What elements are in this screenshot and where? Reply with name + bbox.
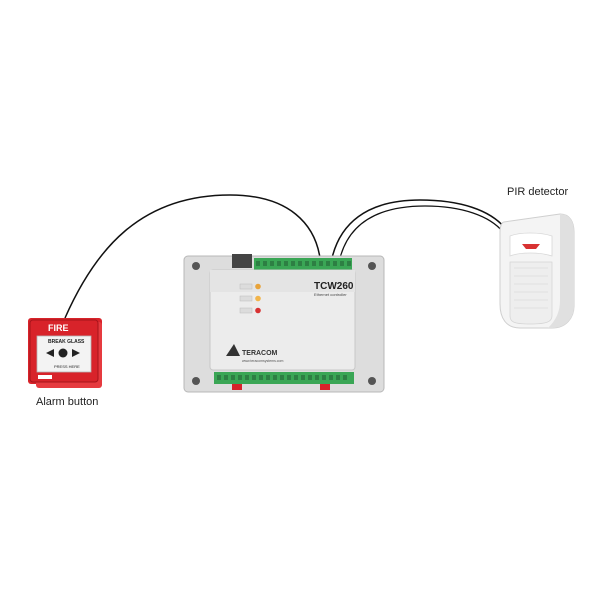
terminal-screw: [238, 375, 242, 380]
bottom-terminal-block: [214, 372, 354, 390]
terminal-screw: [340, 261, 344, 266]
teracom-logo: TERACOM www.teracomsystems.com: [226, 344, 284, 363]
terminal-screw: [294, 375, 298, 380]
pir-indicator-icon: [522, 244, 540, 249]
terminal-screw: [245, 375, 249, 380]
led-relay: [255, 307, 261, 314]
wire-alarm-to-controller: [64, 194, 321, 319]
wire-controller-to-pir: [331, 199, 506, 259]
alarm-button-device: FIRE BREAK GLASS PRESS HERE: [28, 318, 102, 388]
terminal-screw: [301, 375, 305, 380]
terminal-screw: [347, 261, 351, 266]
terminal-screw: [217, 375, 221, 380]
tcw260-controller: TCW260 Ethernet controller TERACOM www.t…: [183, 254, 385, 393]
brand-name: TERACOM: [242, 350, 278, 357]
terminal-screw: [287, 375, 291, 380]
terminal-screw: [312, 261, 316, 266]
terminal-screw: [280, 375, 284, 380]
pir-detector-label: PIR detector: [507, 186, 569, 198]
break-glass-label: BREAK GLASS: [48, 339, 85, 345]
wire-controller-to-pir-2: [339, 205, 504, 259]
controller-model: TCW260: [314, 281, 354, 292]
terminal-screw: [329, 375, 333, 380]
status-leds: [239, 283, 261, 314]
fire-label: FIRE: [48, 323, 69, 333]
terminal-screw: [266, 375, 270, 380]
terminal-screw: [326, 261, 330, 266]
terminal-screw: [270, 261, 274, 266]
terminal-screw: [259, 375, 263, 380]
press-arrows-icon: [46, 348, 80, 358]
terminal-screw: [298, 261, 302, 266]
terminal-screw: [277, 261, 281, 266]
terminal-screw: [336, 375, 340, 380]
terminal-screw: [263, 261, 267, 266]
terminal-screw: [273, 375, 277, 380]
press-here-label: PRESS HERE: [54, 364, 80, 369]
pir-detector-device: [499, 213, 575, 329]
brand-website: www.teracomsystems.com: [242, 359, 284, 363]
terminal-screw: [315, 375, 319, 380]
terminal-screw: [319, 261, 323, 266]
terminal-screw: [256, 261, 260, 266]
terminal-screw: [252, 375, 256, 380]
terminal-screw: [308, 375, 312, 380]
terminal-screw: [224, 375, 228, 380]
terminal-screw: [305, 261, 309, 266]
controller-subtitle: Ethernet controller: [314, 292, 347, 297]
terminal-screw: [284, 261, 288, 266]
top-terminal-block: [232, 254, 352, 270]
terminal-screw: [333, 261, 337, 266]
terminal-screw: [231, 375, 235, 380]
terminal-screw: [322, 375, 326, 380]
led-pwr: [255, 283, 261, 290]
led-net: [255, 295, 261, 302]
terminal-screw: [343, 375, 347, 380]
terminal-screw: [291, 261, 295, 266]
alarm-button-label: Alarm button: [36, 396, 99, 408]
